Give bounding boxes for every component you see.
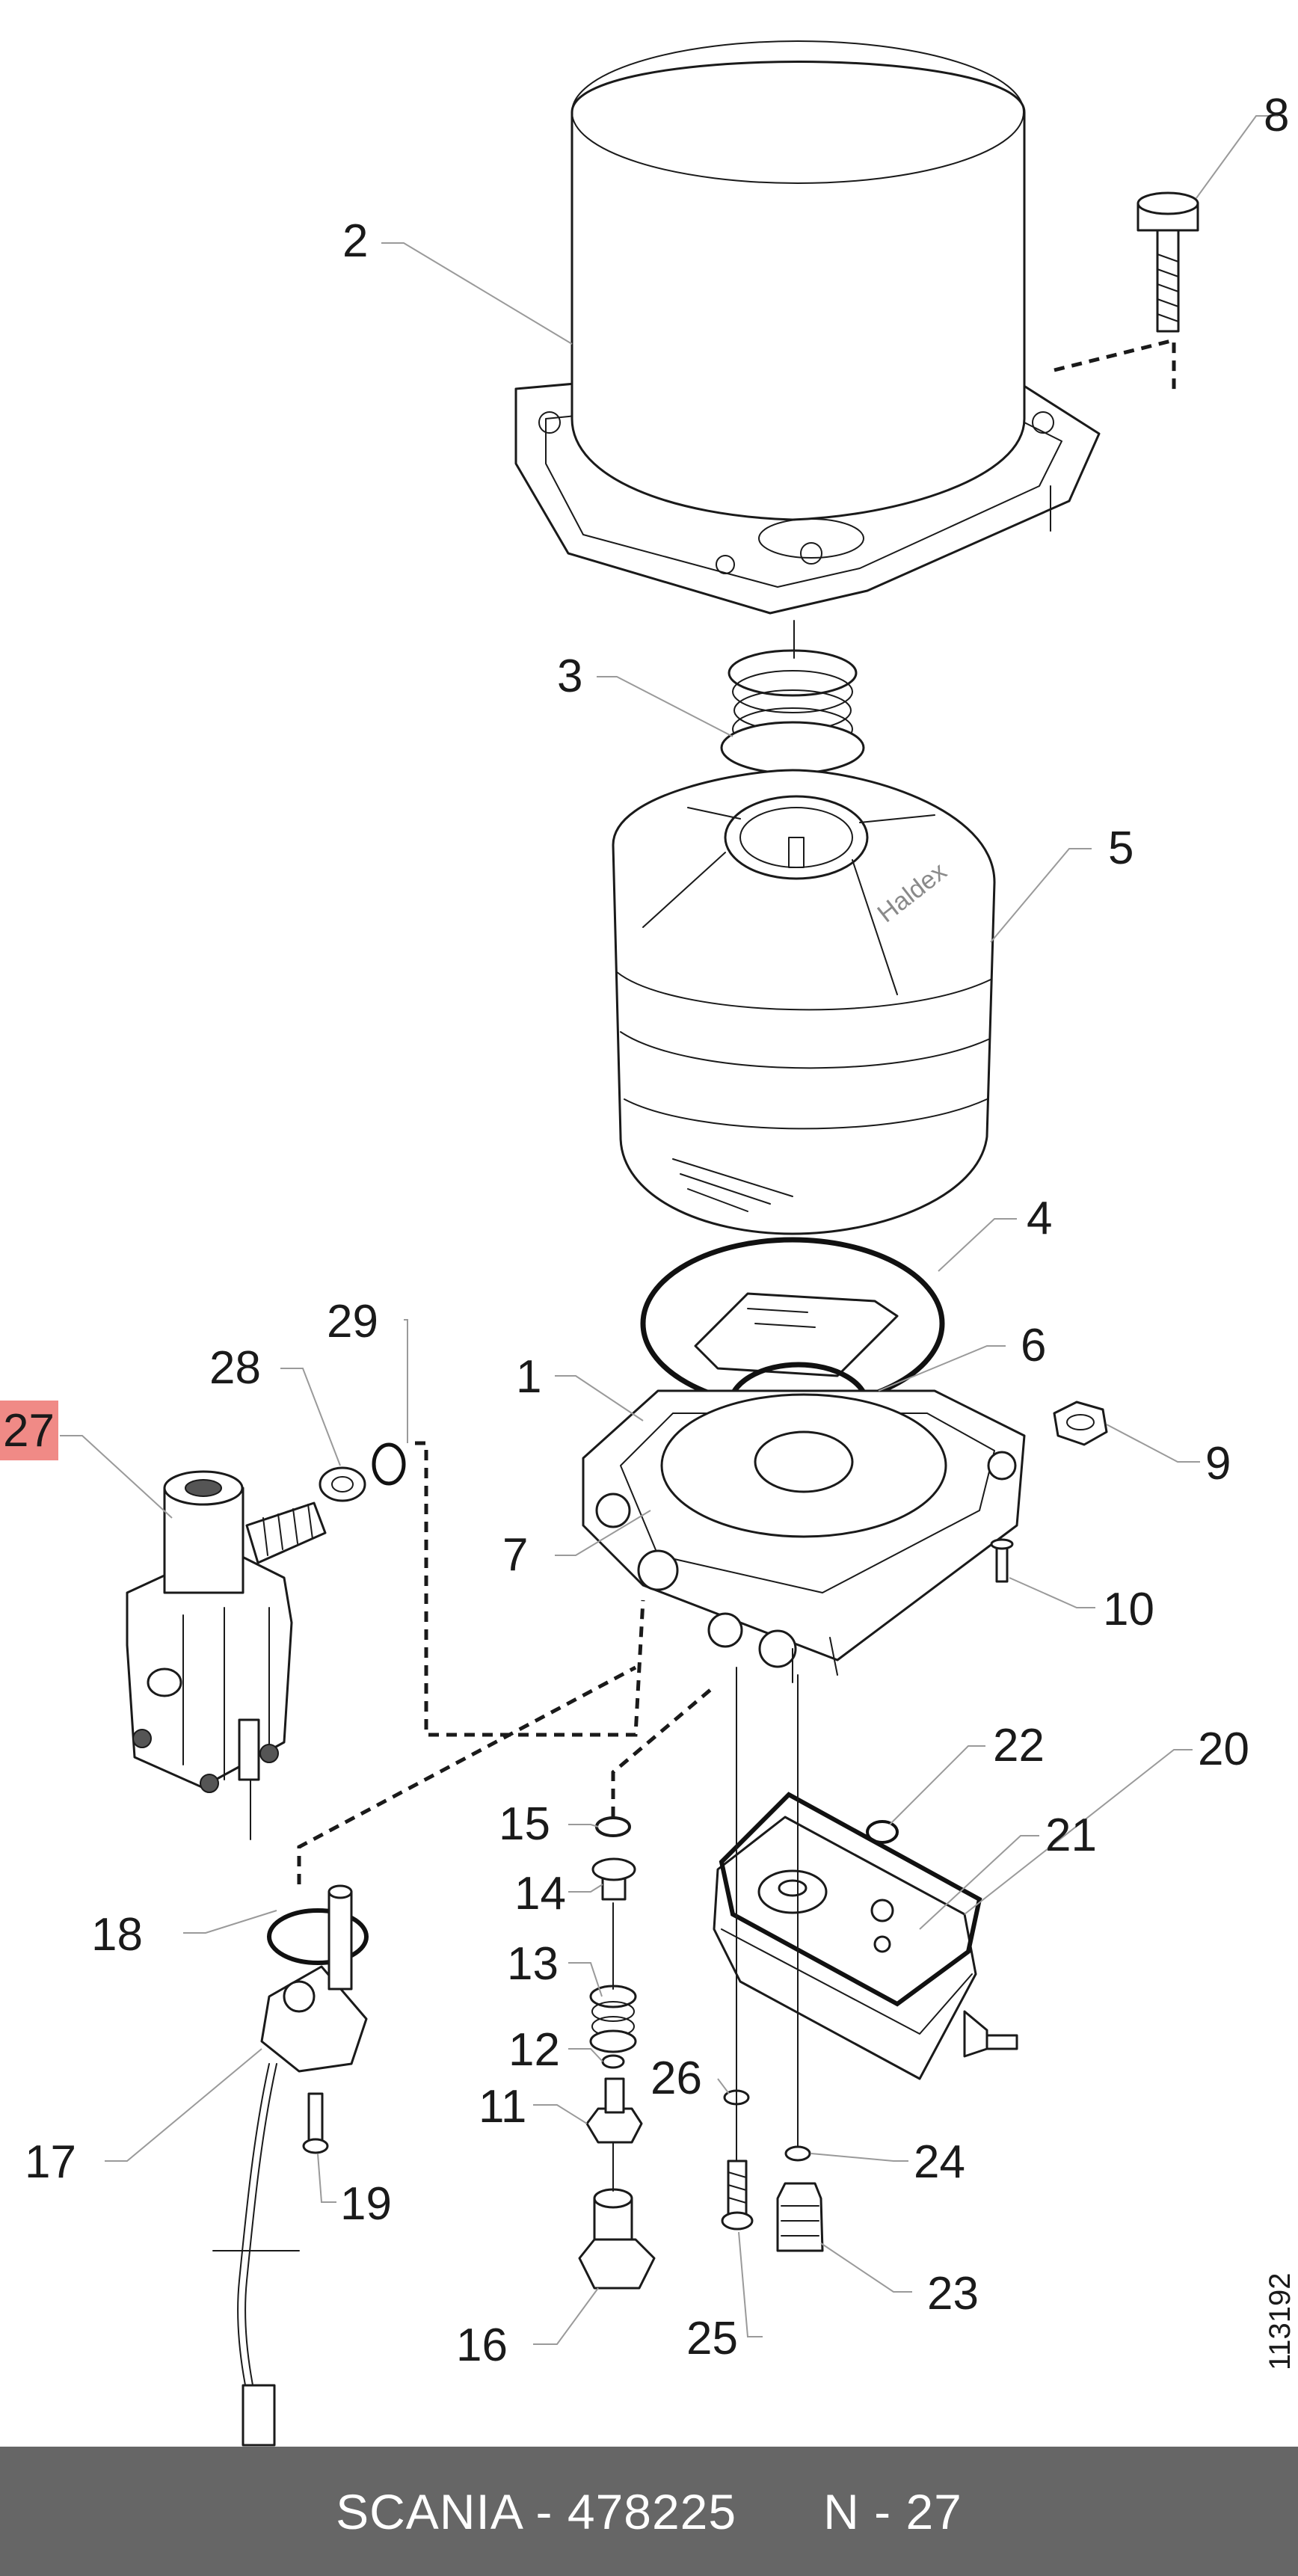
footer-ref: N - 27 xyxy=(823,2483,962,2539)
part-19-screw xyxy=(302,2092,329,2154)
part-11-valve-insert xyxy=(585,2077,643,2144)
part-25-screw xyxy=(721,2160,754,2231)
part-23-valve xyxy=(776,2182,824,2252)
callout-11: 11 xyxy=(479,2081,526,2133)
callout-23: 23 xyxy=(927,2268,979,2320)
part-8-bolt xyxy=(1136,191,1199,333)
part-24-seal xyxy=(784,2145,811,2162)
callout-17: 17 xyxy=(25,2136,76,2188)
part-5-housing: Haldex xyxy=(612,769,996,1235)
part-20-cover-plate xyxy=(713,1816,1018,2080)
callout-12: 12 xyxy=(508,2024,560,2076)
highlight-box-27 xyxy=(0,1401,58,1460)
callout-7: 7 xyxy=(502,1529,528,1581)
footer-part-number: 478225 xyxy=(567,2483,737,2539)
callout-19: 19 xyxy=(340,2178,392,2230)
callout-13: 13 xyxy=(507,1938,559,1990)
footer-separator: - xyxy=(521,2483,568,2539)
dash-line-bolt xyxy=(1054,337,1176,396)
part-29-small-o-ring xyxy=(372,1442,406,1486)
callout-24: 24 xyxy=(914,2136,965,2188)
part-9-nut xyxy=(1053,1401,1108,1446)
part-22-o-ring xyxy=(866,1820,899,1844)
part-27-solenoid-valve xyxy=(126,1470,327,1840)
callout-9: 9 xyxy=(1205,1438,1231,1490)
part-16-plug xyxy=(578,2188,656,2290)
callout-2: 2 xyxy=(342,215,368,267)
footer-brand: SCANIA xyxy=(336,2483,522,2539)
callout-5: 5 xyxy=(1108,823,1134,874)
callout-10: 10 xyxy=(1103,1584,1154,1635)
exploded-parts-diagram: Haldex xyxy=(0,40,1297,2447)
part-28-washer xyxy=(319,1466,366,1502)
part-13-spring xyxy=(589,1985,637,2053)
callout-18: 18 xyxy=(91,1909,143,1961)
callout-8: 8 xyxy=(1264,90,1289,141)
callout-14: 14 xyxy=(514,1868,566,1919)
part-10-screw xyxy=(990,1538,1014,1583)
part-18-o-ring xyxy=(267,1908,369,1965)
part-14-piston xyxy=(591,1857,636,1901)
dash-line-valve xyxy=(415,1441,645,1737)
callout-20: 20 xyxy=(1198,1724,1249,1775)
part-20-details xyxy=(757,1869,894,1953)
callout-1: 1 xyxy=(516,1351,541,1403)
callout-29: 29 xyxy=(327,1296,378,1347)
callout-3: 3 xyxy=(557,651,582,702)
callout-15: 15 xyxy=(499,1798,550,1850)
callout-4: 4 xyxy=(1027,1193,1052,1244)
part-12-small-ring xyxy=(601,2054,625,2069)
part-17-sensor xyxy=(212,1884,368,2447)
callout-21: 21 xyxy=(1045,1810,1097,1861)
callout-22: 22 xyxy=(993,1720,1045,1771)
callout-26: 26 xyxy=(650,2053,702,2104)
callout-28: 28 xyxy=(209,1342,261,1394)
part-3-spring xyxy=(720,649,865,775)
callout-27: 27 xyxy=(3,1405,55,1457)
part-15-seal-ring xyxy=(595,1816,631,1837)
part-2-filter-cartridge xyxy=(514,40,1101,615)
part-21-gasket xyxy=(719,1792,982,2007)
part-1-main-body xyxy=(582,1389,1026,1683)
callout-25: 25 xyxy=(686,2313,738,2364)
callout-6: 6 xyxy=(1021,1320,1046,1371)
dash-line-sensor xyxy=(297,1665,637,1884)
footer-bar: SCANIA - 478225 N - 27 xyxy=(0,2447,1298,2576)
footer-text: SCANIA - 478225 N - 27 xyxy=(336,2483,962,2540)
dash-line-stack xyxy=(611,1688,712,1817)
drawing-number: 113192 xyxy=(1264,2272,1297,2370)
leader-lines xyxy=(60,115,1279,2345)
callout-16: 16 xyxy=(456,2320,508,2371)
